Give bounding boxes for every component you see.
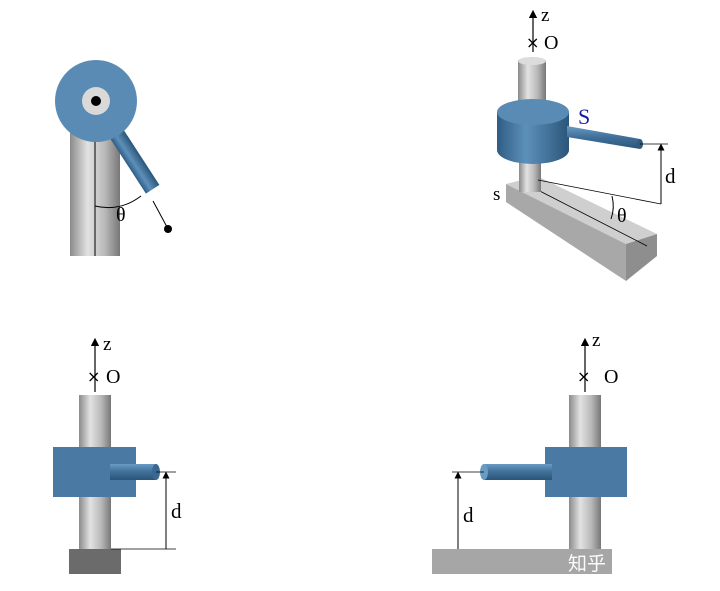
joint-axis-dot [91,96,101,106]
slab-ref-line [529,185,648,247]
slider-block-right [545,447,627,497]
base-slab-side [626,234,657,281]
origin-label-right: O [604,366,618,388]
prismatic-joint-right: z × O d [432,330,627,574]
lower-shaft [519,160,541,192]
theta-ray-1 [537,179,662,205]
d-label-left: d [171,499,182,523]
upper-shaft-top [518,57,546,65]
theta-label: θ [116,204,126,226]
theta-arc-3d [610,195,614,220]
watermark: 知乎 @李狗嗨 [568,553,688,575]
cross-mark-right: × [577,367,590,386]
slider-arm-left [110,464,156,480]
collar-top [497,99,569,125]
z-label-right: z [592,330,600,351]
cross-mark: × [526,33,539,52]
z-label: z [541,5,549,26]
base-slab-front [506,184,626,281]
S-label: S [578,104,590,129]
cross-mark-left: × [87,367,100,386]
joint-3d-view: z × O S s θ d [493,5,676,281]
d-label-3d: d [665,164,676,188]
d-label-right: d [463,503,474,527]
collar-body [497,112,569,164]
base-left [69,549,121,574]
end-point [164,225,172,233]
prismatic-joint-left: z × O d [53,334,182,574]
base-plate-right [432,549,612,574]
s-label: s [493,184,500,205]
theta-label-3d: θ [617,205,627,227]
theta-arc [94,195,142,209]
origin-label-left: O [106,366,120,388]
origin-label: O [544,32,558,54]
slider-arm-right [484,464,552,480]
collar-arm [567,126,640,149]
revolute-joint-front-view: θ [55,60,172,256]
arm-extension [152,200,168,228]
z-label-left: z [103,334,111,355]
